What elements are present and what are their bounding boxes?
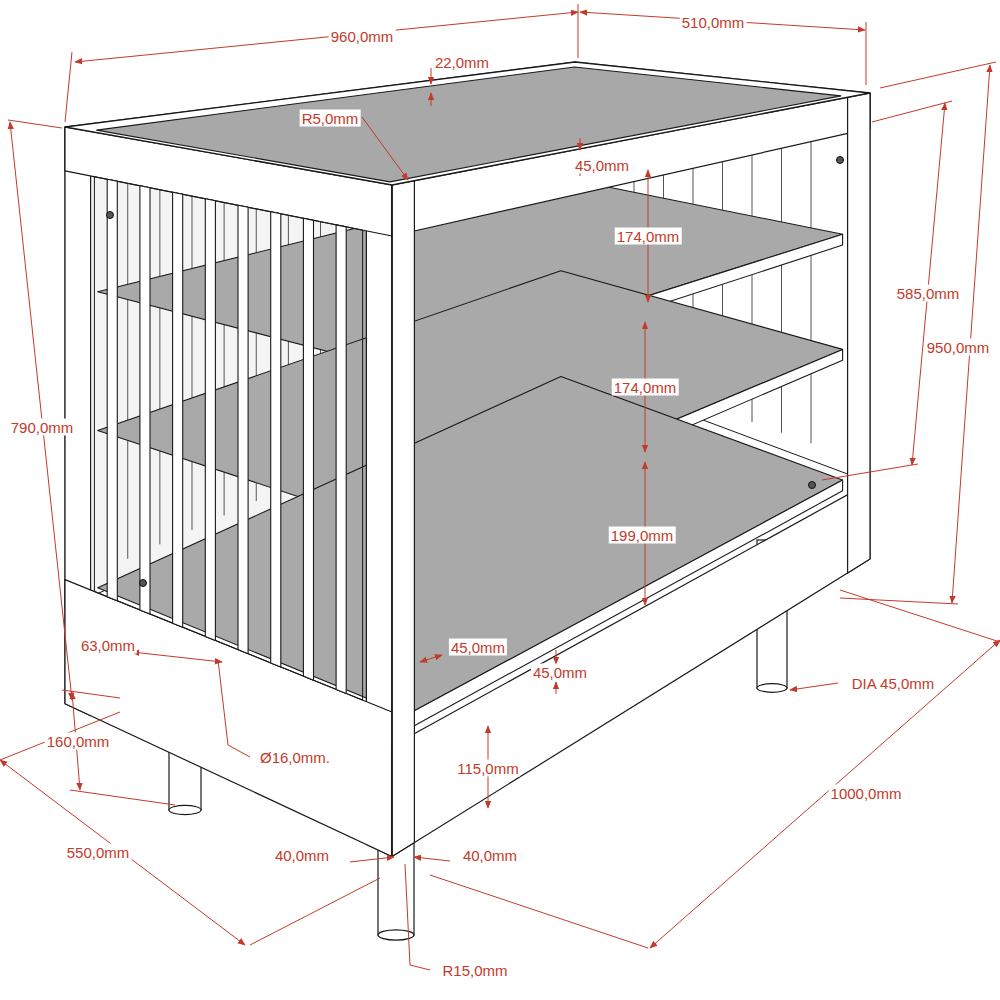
- back-slat: [191, 151, 192, 530]
- dimension-line: [650, 640, 1000, 948]
- side-slat: [173, 192, 183, 627]
- dimension-line: [10, 122, 72, 700]
- dimension-label: 22,0mm: [433, 54, 491, 71]
- dimension-line: [65, 52, 72, 122]
- side-slat: [140, 186, 150, 614]
- side-slat: [336, 225, 346, 694]
- side-slat: [271, 212, 281, 667]
- dimension-line: [578, 4, 579, 58]
- dimension-label: 63,0mm: [79, 637, 137, 654]
- dimension-line: [580, 12, 865, 30]
- dimension-line: [840, 590, 1000, 642]
- dimension-line: [872, 101, 952, 122]
- corner-edge: [391, 185, 393, 857]
- leg-foot: [757, 684, 787, 693]
- cabinet-body: [65, 62, 870, 940]
- back-slat: [127, 161, 128, 559]
- top-frame: [65, 62, 870, 185]
- dimension-line: [75, 12, 578, 62]
- side-slat: [238, 205, 248, 653]
- front-post: [848, 93, 870, 573]
- dimension-line: [556, 650, 557, 664]
- dimension-label: 45,0mm: [573, 157, 631, 174]
- side-opening: [94, 177, 362, 700]
- dimension-label: 40,0mm: [273, 847, 331, 864]
- side-slat: [107, 179, 117, 601]
- dimension-label: Ø16,0mm.: [258, 749, 332, 766]
- dimension-line: [431, 93, 432, 106]
- dimension-line: [822, 464, 918, 480]
- dimension-label: 550,0mm: [65, 844, 132, 861]
- dimension-line: [8, 120, 62, 128]
- screw: [140, 580, 147, 587]
- side-slat: [303, 218, 313, 680]
- dimension-line: [790, 683, 838, 690]
- dimension-label: R5,0mm: [300, 110, 361, 127]
- dimension-label: 45,0mm: [449, 639, 507, 656]
- dimension-line: [362, 117, 408, 180]
- dimension-line: [580, 138, 581, 150]
- dimension-line: [70, 790, 175, 805]
- dimension-label: DIA 45,0mm: [850, 675, 937, 692]
- dimension-line: [952, 65, 990, 603]
- dimension-line: [420, 655, 442, 662]
- dimension-line: [430, 875, 648, 948]
- dimension-label: 174,0mm: [612, 379, 679, 396]
- screw: [809, 482, 816, 489]
- dimension-line: [880, 62, 996, 88]
- dimension-line: [350, 857, 394, 862]
- dimension-line: [0, 712, 120, 760]
- dimension-label: 45,0mm: [531, 664, 589, 681]
- leader-line: [218, 660, 250, 757]
- front-bottom-rail: [392, 482, 870, 856]
- dimension-label: 950,0mm: [925, 339, 992, 356]
- dimension-label: 115,0mm: [455, 760, 520, 777]
- dimension-line: [62, 690, 120, 698]
- dimension-label: 40,0mm: [461, 847, 519, 864]
- dimension-label: R15,0mm: [440, 962, 509, 979]
- dimension-label: 960,0mm: [329, 28, 396, 45]
- dimension-line: [840, 598, 958, 604]
- dimension-label: 510,0mm: [680, 14, 747, 31]
- dimension-line: [132, 652, 222, 662]
- top-panel: [97, 67, 841, 182]
- dimension-line: [250, 878, 380, 945]
- dimension-lines: [0, 4, 1000, 970]
- back-slat: [159, 156, 160, 545]
- dimension-label: 174,0mm: [615, 228, 682, 245]
- leg-foot: [169, 805, 201, 814]
- front-post: [392, 181, 414, 857]
- dimension-label: 199,0mm: [609, 527, 676, 544]
- dimension-line: [556, 682, 557, 694]
- screw: [107, 212, 114, 219]
- dimension-line: [431, 68, 432, 84]
- side-slat: [205, 199, 215, 641]
- leader-line: [405, 864, 430, 970]
- dimension-label: 790,0mm: [9, 419, 76, 436]
- side-slat: [811, 121, 812, 444]
- screw: [837, 157, 844, 164]
- dimension-label: 160,0mm: [45, 733, 112, 750]
- dimension-label: 585,0mm: [895, 285, 962, 302]
- dimension-line: [414, 857, 450, 861]
- dimension-label: 1000,0mm: [829, 785, 904, 802]
- dimension-line: [0, 760, 245, 945]
- dimension-line: [866, 22, 867, 85]
